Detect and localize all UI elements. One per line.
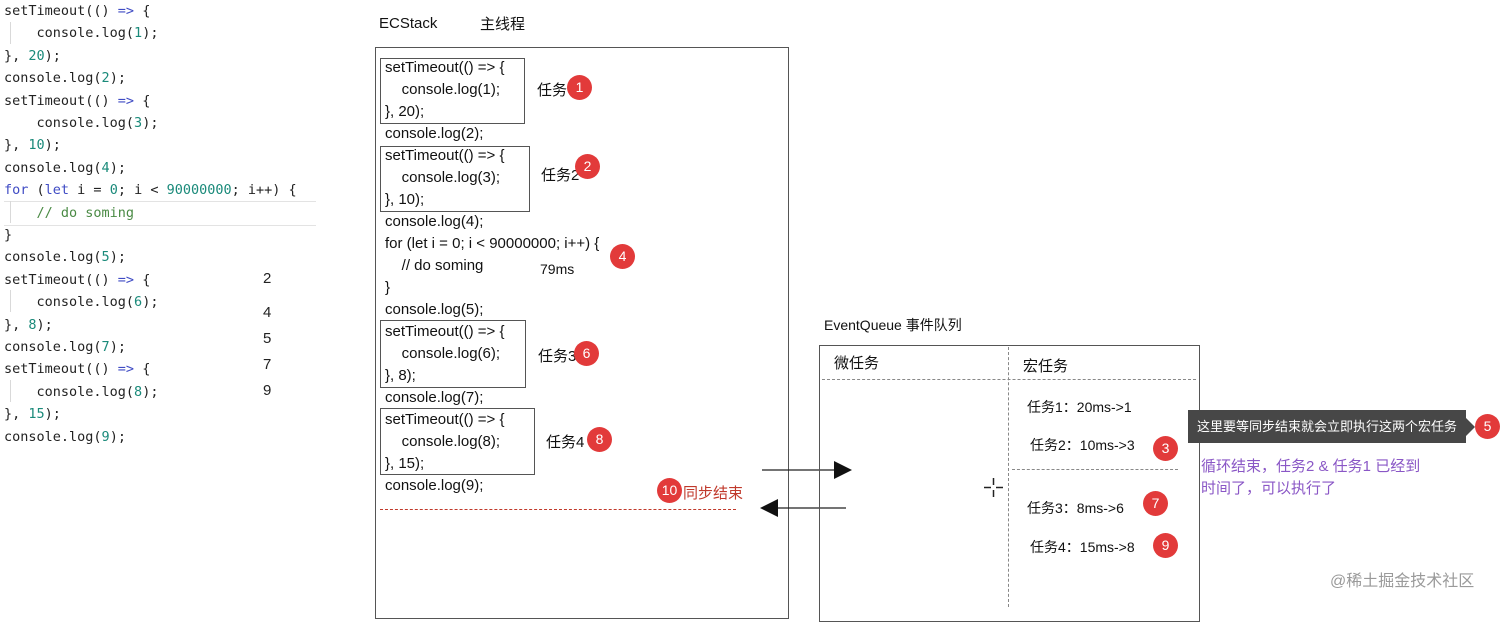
ecstack-line: console.log(3); <box>385 169 501 186</box>
ecstack-line: }, 20); <box>385 103 425 120</box>
ecstack-line: setTimeout(() => { <box>385 323 505 340</box>
ecstack-line: console.log(4); <box>385 213 484 230</box>
task-label-4: 任务4 <box>546 434 585 451</box>
code-line: console.log(8); <box>4 383 159 400</box>
macro-divider <box>1012 469 1178 470</box>
loop-time-label: 79ms <box>540 261 575 277</box>
step-marker: 8 <box>587 427 612 452</box>
micro-task-header: 微任务 <box>834 355 880 372</box>
step-marker: 4 <box>610 244 635 269</box>
task-box-2 <box>380 146 530 212</box>
code-line: setTimeout(() => { <box>4 361 151 378</box>
output-number: 5 <box>263 330 272 347</box>
move-cursor-icon <box>984 478 1003 497</box>
code-line: setTimeout(() => { <box>4 92 151 109</box>
ecstack-line: setTimeout(() => { <box>385 147 505 164</box>
ecstack-label: ECStack <box>379 15 438 32</box>
arrows <box>760 461 852 517</box>
output-number: 9 <box>263 382 272 399</box>
code-line: console.log(1); <box>4 25 159 42</box>
code-line: }, 20); <box>4 47 61 64</box>
current-line-highlight <box>4 201 316 226</box>
sync-end-line <box>380 509 736 510</box>
code-line: console.log(4); <box>4 159 126 176</box>
event-queue-title: EventQueue 事件队列 <box>824 317 962 333</box>
ecstack-line: }, 8); <box>385 367 416 384</box>
ecstack-line: console.log(1); <box>385 81 501 98</box>
code-line: console.log(9); <box>4 428 126 445</box>
ecstack-line: console.log(2); <box>385 125 484 142</box>
code-editor[interactable]: setTimeout(() => { console.log(1); }, 20)… <box>0 0 330 460</box>
macro-item: 任务1：20ms->1 <box>1027 399 1132 415</box>
ecstack-line: console.log(5); <box>385 301 484 318</box>
indent-guide <box>10 290 11 312</box>
task-box-3 <box>380 320 526 388</box>
watermark: @稀土掘金技术社区 <box>1330 573 1475 590</box>
tooltip-pointer <box>1466 418 1475 436</box>
step-marker: 1 <box>567 75 592 100</box>
loop-note-line: 时间了，可以执行了 <box>1201 480 1337 497</box>
code-line: }, 15); <box>4 406 61 423</box>
queue-divider <box>1008 347 1009 607</box>
ecstack-line: for (let i = 0; i < 90000000; i++) { <box>385 235 600 252</box>
task-box-4 <box>380 408 535 475</box>
output-number: 4 <box>263 304 272 321</box>
step-marker: 9 <box>1153 533 1178 558</box>
arrow-right-head <box>834 461 852 479</box>
macro-item: 任务2：10ms->3 <box>1030 437 1135 453</box>
step-marker: 6 <box>574 341 599 366</box>
indent-guide <box>10 22 11 44</box>
macro-item: 任务4：15ms->8 <box>1030 539 1135 555</box>
ecstack-line: console.log(8); <box>385 433 501 450</box>
code-line: setTimeout(() => { <box>4 3 151 19</box>
indent-guide <box>10 201 11 223</box>
code-line: console.log(2); <box>4 70 126 87</box>
ecstack-line: } <box>385 279 391 296</box>
code-line: // do soming <box>4 204 135 221</box>
task-label-3: 任务3 <box>538 348 577 365</box>
main-thread-label: 主线程 <box>480 16 526 33</box>
code-line: console.log(6); <box>4 294 159 311</box>
event-queue-box <box>819 345 1200 622</box>
step-marker: 2 <box>575 154 600 179</box>
ecstack-line: console.log(7); <box>385 389 484 406</box>
output-number: 2 <box>263 270 272 287</box>
code-line: }, 8); <box>4 316 53 333</box>
task-label-1: 任务 <box>537 82 568 99</box>
sync-end-label: 同步结束 <box>683 485 744 502</box>
ecstack-line: console.log(6); <box>385 345 501 362</box>
ecstack-line: setTimeout(() => { <box>385 411 505 428</box>
ecstack-line: console.log(9); <box>385 477 484 494</box>
step-marker: 5 <box>1475 414 1500 439</box>
code-line: for (let i = 0; i < 90000000; i++) { <box>4 182 297 199</box>
macro-item: 任务3：8ms->6 <box>1027 500 1124 516</box>
tooltip: 这里要等同步结束就会立即执行这两个宏任务 <box>1188 410 1466 443</box>
task-label-2: 任务2 <box>541 167 580 184</box>
step-marker: 10 <box>657 478 682 503</box>
step-marker: 7 <box>1143 491 1168 516</box>
ecstack-line: // do soming <box>385 257 484 274</box>
macro-task-header: 宏任务 <box>1023 358 1069 375</box>
ecstack-line: }, 15); <box>385 455 425 472</box>
code-line: console.log(7); <box>4 339 126 355</box>
code-line: console.log(3); <box>4 115 159 131</box>
arrow-left-head <box>760 499 778 517</box>
code-line: }, 10); <box>4 137 61 154</box>
task-box-1 <box>380 58 525 124</box>
code-line: console.log(5); <box>4 249 126 266</box>
step-marker: 3 <box>1153 436 1178 461</box>
code-line: setTimeout(() => { <box>4 271 151 288</box>
ecstack-line: setTimeout(() => { <box>385 59 505 76</box>
loop-note-line: 循环结束，任务2 & 任务1 已经到 <box>1201 458 1421 475</box>
indent-guide <box>10 380 11 402</box>
output-number: 7 <box>263 356 272 373</box>
header-divider <box>822 379 1196 380</box>
ecstack-line: }, 10); <box>385 191 425 208</box>
code-line: } <box>4 227 13 243</box>
